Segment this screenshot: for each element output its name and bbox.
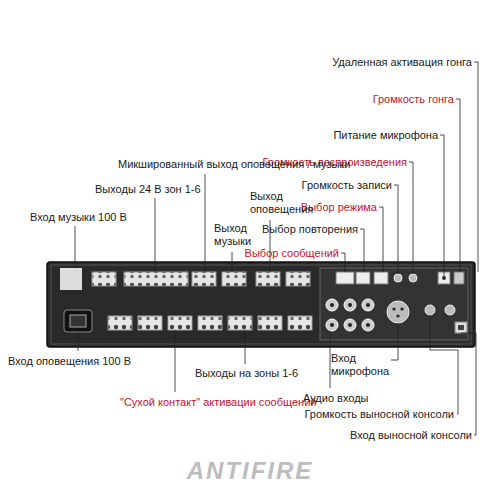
- callout-label: Вход микрофона: [331, 352, 389, 378]
- callout-label: Громкость гонга: [373, 93, 454, 106]
- housing: [47, 262, 475, 347]
- callout-label: Выход музыки: [214, 222, 264, 248]
- callout-label: Громкость записи: [302, 179, 392, 192]
- leader-lines: [75, 62, 478, 435]
- callout-label: "Сухой контакт" активации сообщений: [120, 396, 316, 409]
- callout-label: Вход выносной консоли: [350, 429, 472, 442]
- callout-label: Выходы на зоны 1-6: [195, 367, 298, 380]
- callout-label: Удаленная активация гонга: [332, 56, 472, 69]
- callout-label: Вход музыки 100 В: [30, 211, 127, 224]
- callout-label: Выходы 24 В зон 1-6: [95, 183, 201, 196]
- callout-label: Вход оповещения 100 В: [8, 355, 131, 368]
- callout-label: Выбор сообщений: [245, 247, 339, 260]
- callout-label: Громкость выносной консоли: [304, 408, 454, 421]
- callout-label: Микшированный выход оповещения / музыки: [118, 158, 350, 171]
- callout-label: Выход оповещения: [250, 190, 316, 216]
- watermark: ANTIFIRE: [187, 458, 314, 484]
- callout-label: Аудио входы: [303, 392, 369, 405]
- callout-label: Выбор повторения: [262, 223, 358, 236]
- callout-label: Питание микрофона: [333, 129, 438, 142]
